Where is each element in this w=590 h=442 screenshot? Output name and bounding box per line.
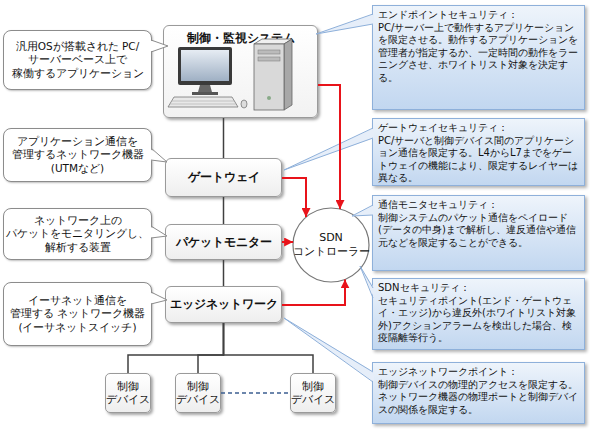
network-line [224, 323, 314, 373]
network-line [221, 392, 290, 394]
callout-tail [352, 205, 373, 216]
callout-note: 汎用OSが搭載された PC/サーバーベース上で 稼働するアプリケーション [3, 30, 152, 90]
node-text: エッジネットワーク [170, 296, 278, 313]
network-line [223, 118, 225, 158]
note-heading: 通信モニタセキュリティ： [378, 199, 579, 212]
callout-tail [284, 128, 374, 170]
callout-note: アプリケーション通信を 管理するネットワーク機器 (UTMなど) [3, 128, 152, 182]
note-heading: エンドポイントセキュリティ： [378, 9, 579, 22]
node-text: ネットワーク上の パケットをモニタリングし、 解析する装置 [6, 214, 149, 255]
node-text: アプリケーション通信を 管理するネットワーク機器 (UTMなど) [7, 135, 148, 176]
controller-ellipse: SDN コントローラー [292, 207, 370, 283]
security-note: SDNセキュリティ：セキュリティポイント(エンド・ゲートウェイ・エッジ)から違反… [372, 278, 585, 350]
note-heading: エッジネットワークポイント： [378, 366, 579, 379]
callout-note: ネットワーク上の パケットをモニタリングし、 解析する装置 [3, 208, 152, 260]
ellipse-shape [293, 208, 369, 282]
callout-tail [352, 205, 374, 216]
node-text: 制御・監視システム [187, 31, 295, 45]
node-text: 制御 デバイス [176, 380, 220, 406]
security-note: エンドポイントセキュリティ：PC/サーバー上で動作するアプリケーションを限定させ… [372, 5, 585, 110]
flow-arrow [282, 279, 345, 305]
node-text: 制御システムのパケット通信をペイロード(データの中身)まで解析し、違反通信や通信… [378, 212, 579, 250]
system-box: 制御・監視システム [163, 25, 318, 118]
node-text: イーサネット通信を 管理する ネットワーク機器 (イーサネットスイッチ) [7, 294, 148, 335]
device-box: 制御 デバイス [105, 373, 151, 413]
device-box: 制御 デバイス [290, 373, 336, 413]
node-text: ゲートウェイ [188, 169, 260, 186]
flow-arrow [318, 85, 340, 209]
node-text: 制御 デバイス [106, 380, 150, 406]
note-heading: ゲートウェイセキュリティ： [378, 122, 579, 135]
note-heading: SDNセキュリティ： [378, 282, 579, 295]
callout-tail [316, 14, 374, 34]
flow-arrow [282, 178, 306, 217]
node-text: PC/サーバと制御デバイス間のアプリケーション通信を限定する。L4からL7までを… [378, 135, 579, 185]
node-text: SDN コントローラー [292, 231, 370, 260]
security-note: エッジネットワークポイント：制御デバイスの物理的アクセスを限定する。ネットワーク… [372, 362, 585, 424]
flow-arrow [282, 241, 293, 243]
process-box: パケットモニター [165, 224, 282, 260]
network-line [198, 323, 224, 373]
security-note: 通信モニタセキュリティ：制御システムのパケット通信をペイロード(データの中身)ま… [372, 195, 585, 271]
node-text: パケットモニター [176, 234, 272, 251]
process-box: エッジネットワーク [165, 286, 282, 323]
process-box: ゲートウェイ [165, 158, 282, 197]
callout-note: イーサネット通信を 管理する ネットワーク機器 (イーサネットスイッチ) [3, 282, 152, 346]
node-text: 汎用OSが搭載された PC/サーバーベース上で 稼働するアプリケーション [7, 40, 148, 81]
callout-tail [316, 14, 373, 34]
network-line [223, 260, 225, 286]
node-text: PC/サーバー上で動作するアプリケーションを限定させる。動作するアプリケーション… [378, 22, 579, 85]
security-note: ゲートウェイセキュリティ：PC/サーバと制御デバイス間のアプリケーション通信を限… [372, 118, 585, 186]
node-text: 制御 デバイス [291, 380, 335, 406]
callout-tail [284, 128, 373, 170]
callout-tail [151, 148, 167, 162]
network-line [223, 197, 225, 224]
node-text: セキュリティポイント(エンド・ゲートウェイ・エッジ)から違反外(ホワイトリスト対… [378, 295, 579, 345]
node-text: 制御デバイスの物理的アクセスを限定する。ネットワーク機器の物理ポートと制御デバイ… [378, 379, 579, 417]
device-box: 制御 デバイス [175, 373, 221, 413]
